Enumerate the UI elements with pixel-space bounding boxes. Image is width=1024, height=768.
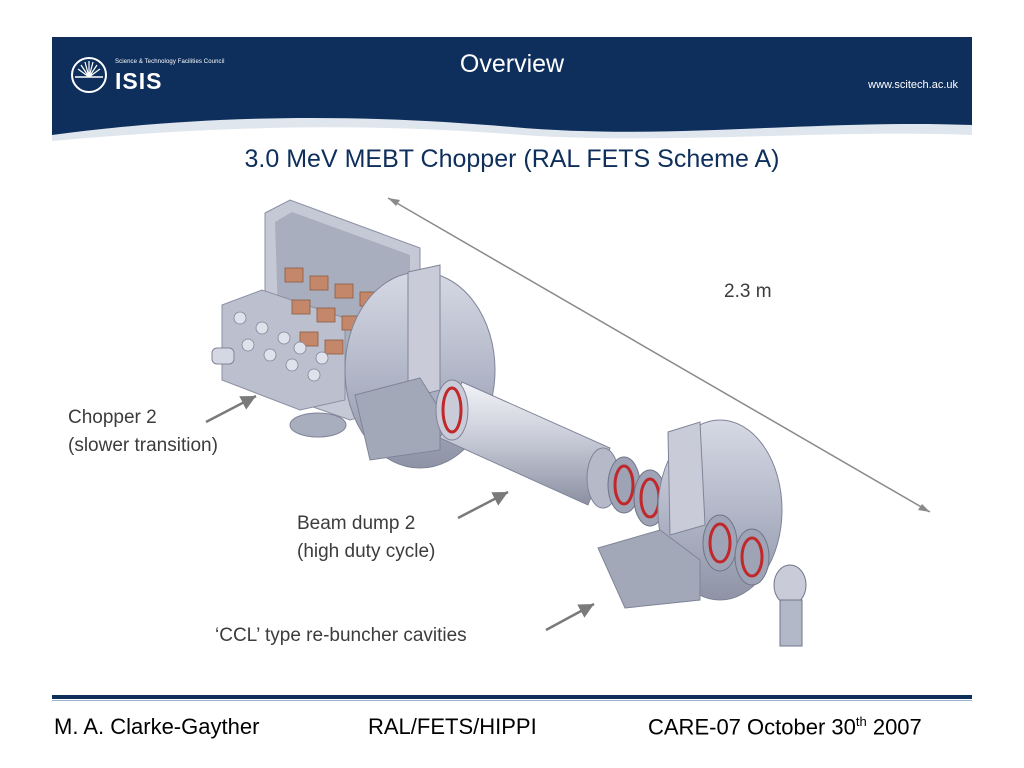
logo-name: ISIS (115, 68, 163, 94)
header-banner: Science & Technology Facilities Council … (52, 37, 972, 145)
beam-pipe (435, 379, 620, 509)
footer-author: M. A. Clarke-Gayther (54, 714, 260, 739)
dimension-label: 2.3 m (724, 281, 772, 302)
beam-dump-pointer-arrow (457, 490, 509, 520)
isis-sunburst-icon (71, 57, 107, 93)
slide-title: Overview (459, 50, 565, 78)
dimension-arrow-end (918, 504, 930, 512)
ccl-cavities-label: ‘CCL’ type re-buncher cavities (215, 625, 467, 646)
beam-dump-label-line2: (high duty cycle) (297, 541, 436, 562)
rebuncher-cavities-2 (702, 514, 807, 647)
footer-event: CARE-07 October 30th 2007 (648, 714, 922, 740)
footer-divider (52, 695, 972, 699)
logo-tagline: Science & Technology Facilities Council (115, 59, 225, 65)
footer-divider-thin (52, 700, 972, 701)
footer-event-suffix: 2007 (866, 714, 922, 740)
beam-dump-1-disk (344, 264, 496, 469)
dimension-line (387, 197, 931, 513)
footer-project: RAL/FETS/HIPPI (368, 714, 537, 739)
chopper-label: Chopper 2 (slower transition) (68, 404, 218, 460)
dimension-arrow-start (388, 198, 400, 206)
ccl-pointer-arrow (545, 602, 595, 632)
chopper-label-line2: (slower transition) (68, 435, 218, 456)
chopper-label-line1: Chopper 2 (68, 407, 157, 428)
slide-subtitle: 3.0 MeV MEBT Chopper (RAL FETS Scheme A) (244, 145, 780, 173)
beam-dump-label: Beam dump 2 (high duty cycle) (297, 510, 435, 566)
beam-dump-label-line1: Beam dump 2 (297, 513, 416, 534)
footer-event-prefix: CARE-07 October 30 (648, 714, 856, 740)
website-url: www.scitech.ac.uk (868, 79, 958, 91)
rebuncher-cavities-1 (607, 456, 667, 527)
stfc-isis-logo: Science & Technology Facilities Council … (69, 55, 259, 95)
footer-event-sup: th (855, 714, 867, 729)
banner-wave-decoration (52, 117, 972, 145)
chopper-pointer-arrow (205, 394, 257, 424)
